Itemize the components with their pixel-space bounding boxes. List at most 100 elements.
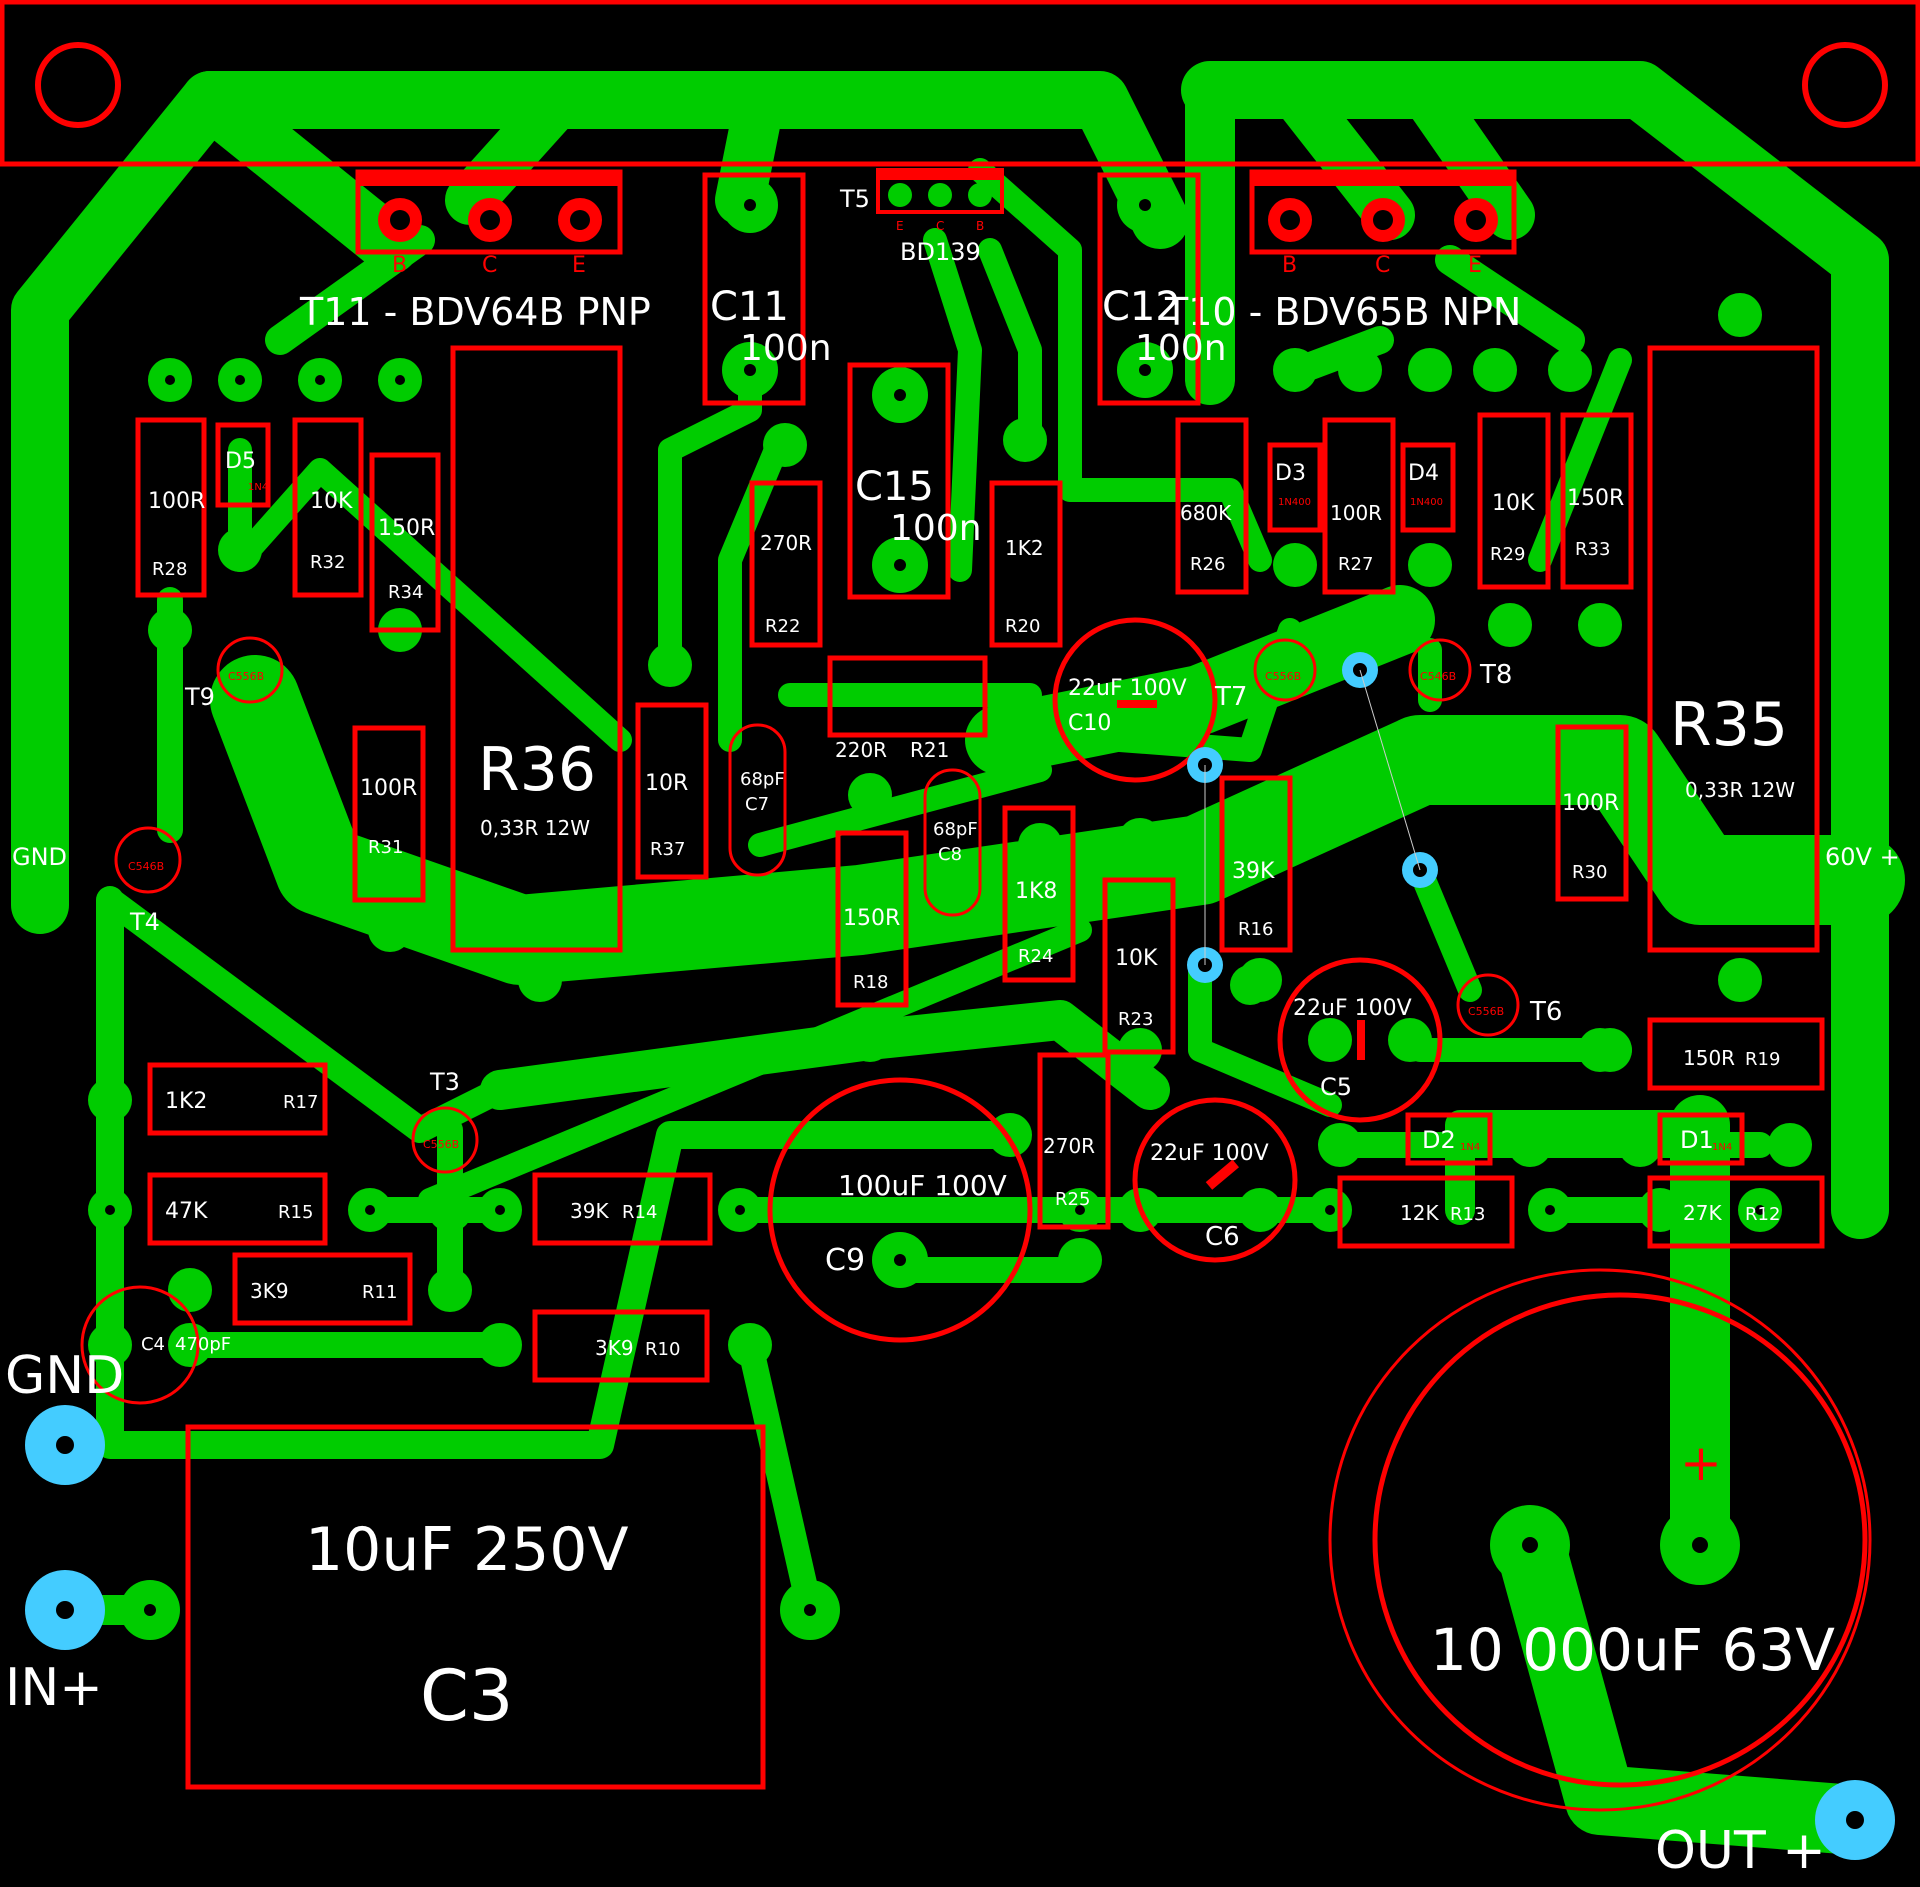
c12-value: 100n xyxy=(1135,328,1227,369)
t5-pin-c: C xyxy=(936,219,944,233)
t7-name: T7 xyxy=(1214,682,1247,712)
r29-name: R29 xyxy=(1490,544,1525,565)
r17-value: 1K2 xyxy=(165,1089,207,1114)
r13-name: R13 xyxy=(1450,1204,1485,1225)
transistor-t5: T5 E C B BD139 xyxy=(839,168,1004,266)
r14-value: 39K xyxy=(570,1199,609,1223)
out-plus-label: OUT + xyxy=(1655,1821,1826,1881)
r19-name: R19 xyxy=(1745,1049,1780,1070)
transistor-t11: B C E T11 - BDV64B PNP xyxy=(299,169,651,334)
mounting-hole-left xyxy=(35,42,121,128)
c10-value: 22uF 100V xyxy=(1068,676,1187,701)
transistor-t4: C546B T4 xyxy=(114,826,182,936)
d5-name: D5 xyxy=(225,449,256,474)
resistor-r14: 39K R14 xyxy=(532,1172,713,1246)
resistor-r34: 150R R34 xyxy=(369,452,441,633)
c5-name: C5 xyxy=(1320,1073,1352,1101)
t3-name: T3 xyxy=(429,1068,460,1096)
t6-name: T6 xyxy=(1529,997,1562,1027)
r11-name: R11 xyxy=(362,1282,397,1303)
r32-value: 10K xyxy=(310,489,353,514)
c8-name: C8 xyxy=(938,844,962,865)
r22-value: 270R xyxy=(760,531,812,555)
r12-name: R12 xyxy=(1745,1204,1780,1225)
c8-value: 68pF xyxy=(933,819,978,840)
resistor-r33: 150R R33 xyxy=(1560,412,1634,590)
capacitor-c4: 470pF C4 xyxy=(80,1285,231,1405)
c3-value: 10uF 250V xyxy=(305,1515,629,1585)
c4-name: C4 xyxy=(141,1334,165,1355)
t10-label: T10 - BDV65B NPN xyxy=(1164,290,1521,334)
capacitor-c7: 68pF C7 xyxy=(728,723,787,877)
d1-part: 1N4 xyxy=(1712,1142,1732,1153)
resistor-r36: R36 0,33R 12W xyxy=(450,345,623,953)
c6-value: 22uF 100V xyxy=(1150,1141,1269,1166)
resistor-r35: R35 0,33R 12W xyxy=(1647,345,1820,953)
c3-name: C3 xyxy=(420,1655,513,1737)
connector-60v: 60V + xyxy=(1825,843,1900,926)
t11-pin-e: E xyxy=(572,253,586,278)
r22-name: R22 xyxy=(765,616,800,637)
c11-value: 100n xyxy=(740,328,832,369)
capacitor-c10: 22uF 100V C10 xyxy=(1052,617,1218,783)
r30-value: 100R xyxy=(1562,791,1619,816)
r21-name: R21 xyxy=(910,738,949,762)
capacitor-c11: C11 100n xyxy=(702,172,832,406)
vias xyxy=(1187,652,1438,983)
d3-part: 1N400 xyxy=(1278,497,1311,508)
c4-value: 470pF xyxy=(175,1334,231,1355)
r37-value: 10R xyxy=(645,771,688,796)
r11-value: 3K9 xyxy=(250,1279,289,1303)
r12-value: 27K xyxy=(1683,1201,1722,1225)
resistor-r22: 270R R22 xyxy=(749,480,823,648)
r33-name: R33 xyxy=(1575,539,1610,560)
c9-name: C9 xyxy=(825,1243,865,1278)
c7-value: 68pF xyxy=(740,769,785,790)
transistor-t8: C546B T8 xyxy=(1408,638,1512,702)
transistor-t6: C556B T6 xyxy=(1456,973,1562,1037)
r27-value: 100R xyxy=(1330,501,1382,525)
d4-part: 1N400 xyxy=(1410,497,1443,508)
d1-name: D1 xyxy=(1680,1126,1714,1154)
c7-name: C7 xyxy=(745,794,769,815)
r21-value: 220R xyxy=(835,738,887,762)
r37-name: R37 xyxy=(650,839,685,860)
resistor-r27: 100R R27 xyxy=(1322,417,1396,595)
gnd-bottom-label: GND xyxy=(5,1346,124,1406)
t5-pin-b: B xyxy=(976,219,984,233)
r16-value: 39K xyxy=(1232,859,1275,884)
d4-name: D4 xyxy=(1408,461,1439,486)
t10-pin-b: B xyxy=(1282,253,1297,278)
r26-name: R26 xyxy=(1190,554,1225,575)
r15-value: 47K xyxy=(165,1199,208,1224)
r18-value: 150R xyxy=(843,906,900,931)
resistor-r11: 3K9 R11 xyxy=(232,1252,413,1326)
r20-value: 1K2 xyxy=(1005,536,1044,560)
t5-part: BD139 xyxy=(900,238,981,266)
r20-name: R20 xyxy=(1005,616,1040,637)
resistor-r20: 1K2 R20 xyxy=(989,480,1063,648)
t5-pin-e: E xyxy=(896,219,904,233)
r14-name: R14 xyxy=(622,1202,657,1223)
t7-part: C556B xyxy=(1265,670,1301,683)
diode-d3: D3 1N400 xyxy=(1267,442,1323,533)
r24-name: R24 xyxy=(1018,946,1053,967)
heatsink-outline xyxy=(0,0,1920,167)
r18-name: R18 xyxy=(853,972,888,993)
r34-name: R34 xyxy=(388,582,423,603)
r27-name: R27 xyxy=(1338,554,1373,575)
connector-gnd-bottom: GND xyxy=(5,1346,124,1485)
resistor-r32: 10K R32 xyxy=(292,417,364,598)
c15-name: C15 xyxy=(855,464,934,510)
r29-value: 10K xyxy=(1492,491,1535,516)
t10-pin-e: E xyxy=(1468,253,1482,278)
r15-name: R15 xyxy=(278,1202,313,1223)
d2-part: 1N4 xyxy=(1460,1142,1480,1153)
copper-traces xyxy=(11,61,1905,1855)
r25-value: 270R xyxy=(1043,1134,1095,1158)
resistor-r16: 39K R16 xyxy=(1219,775,1293,953)
resistor-r12: 27K R12 xyxy=(1647,1175,1825,1249)
main-cap-value: 10 000uF 63V xyxy=(1430,1616,1835,1684)
transistor-t3: C556B T3 xyxy=(411,1068,479,1174)
